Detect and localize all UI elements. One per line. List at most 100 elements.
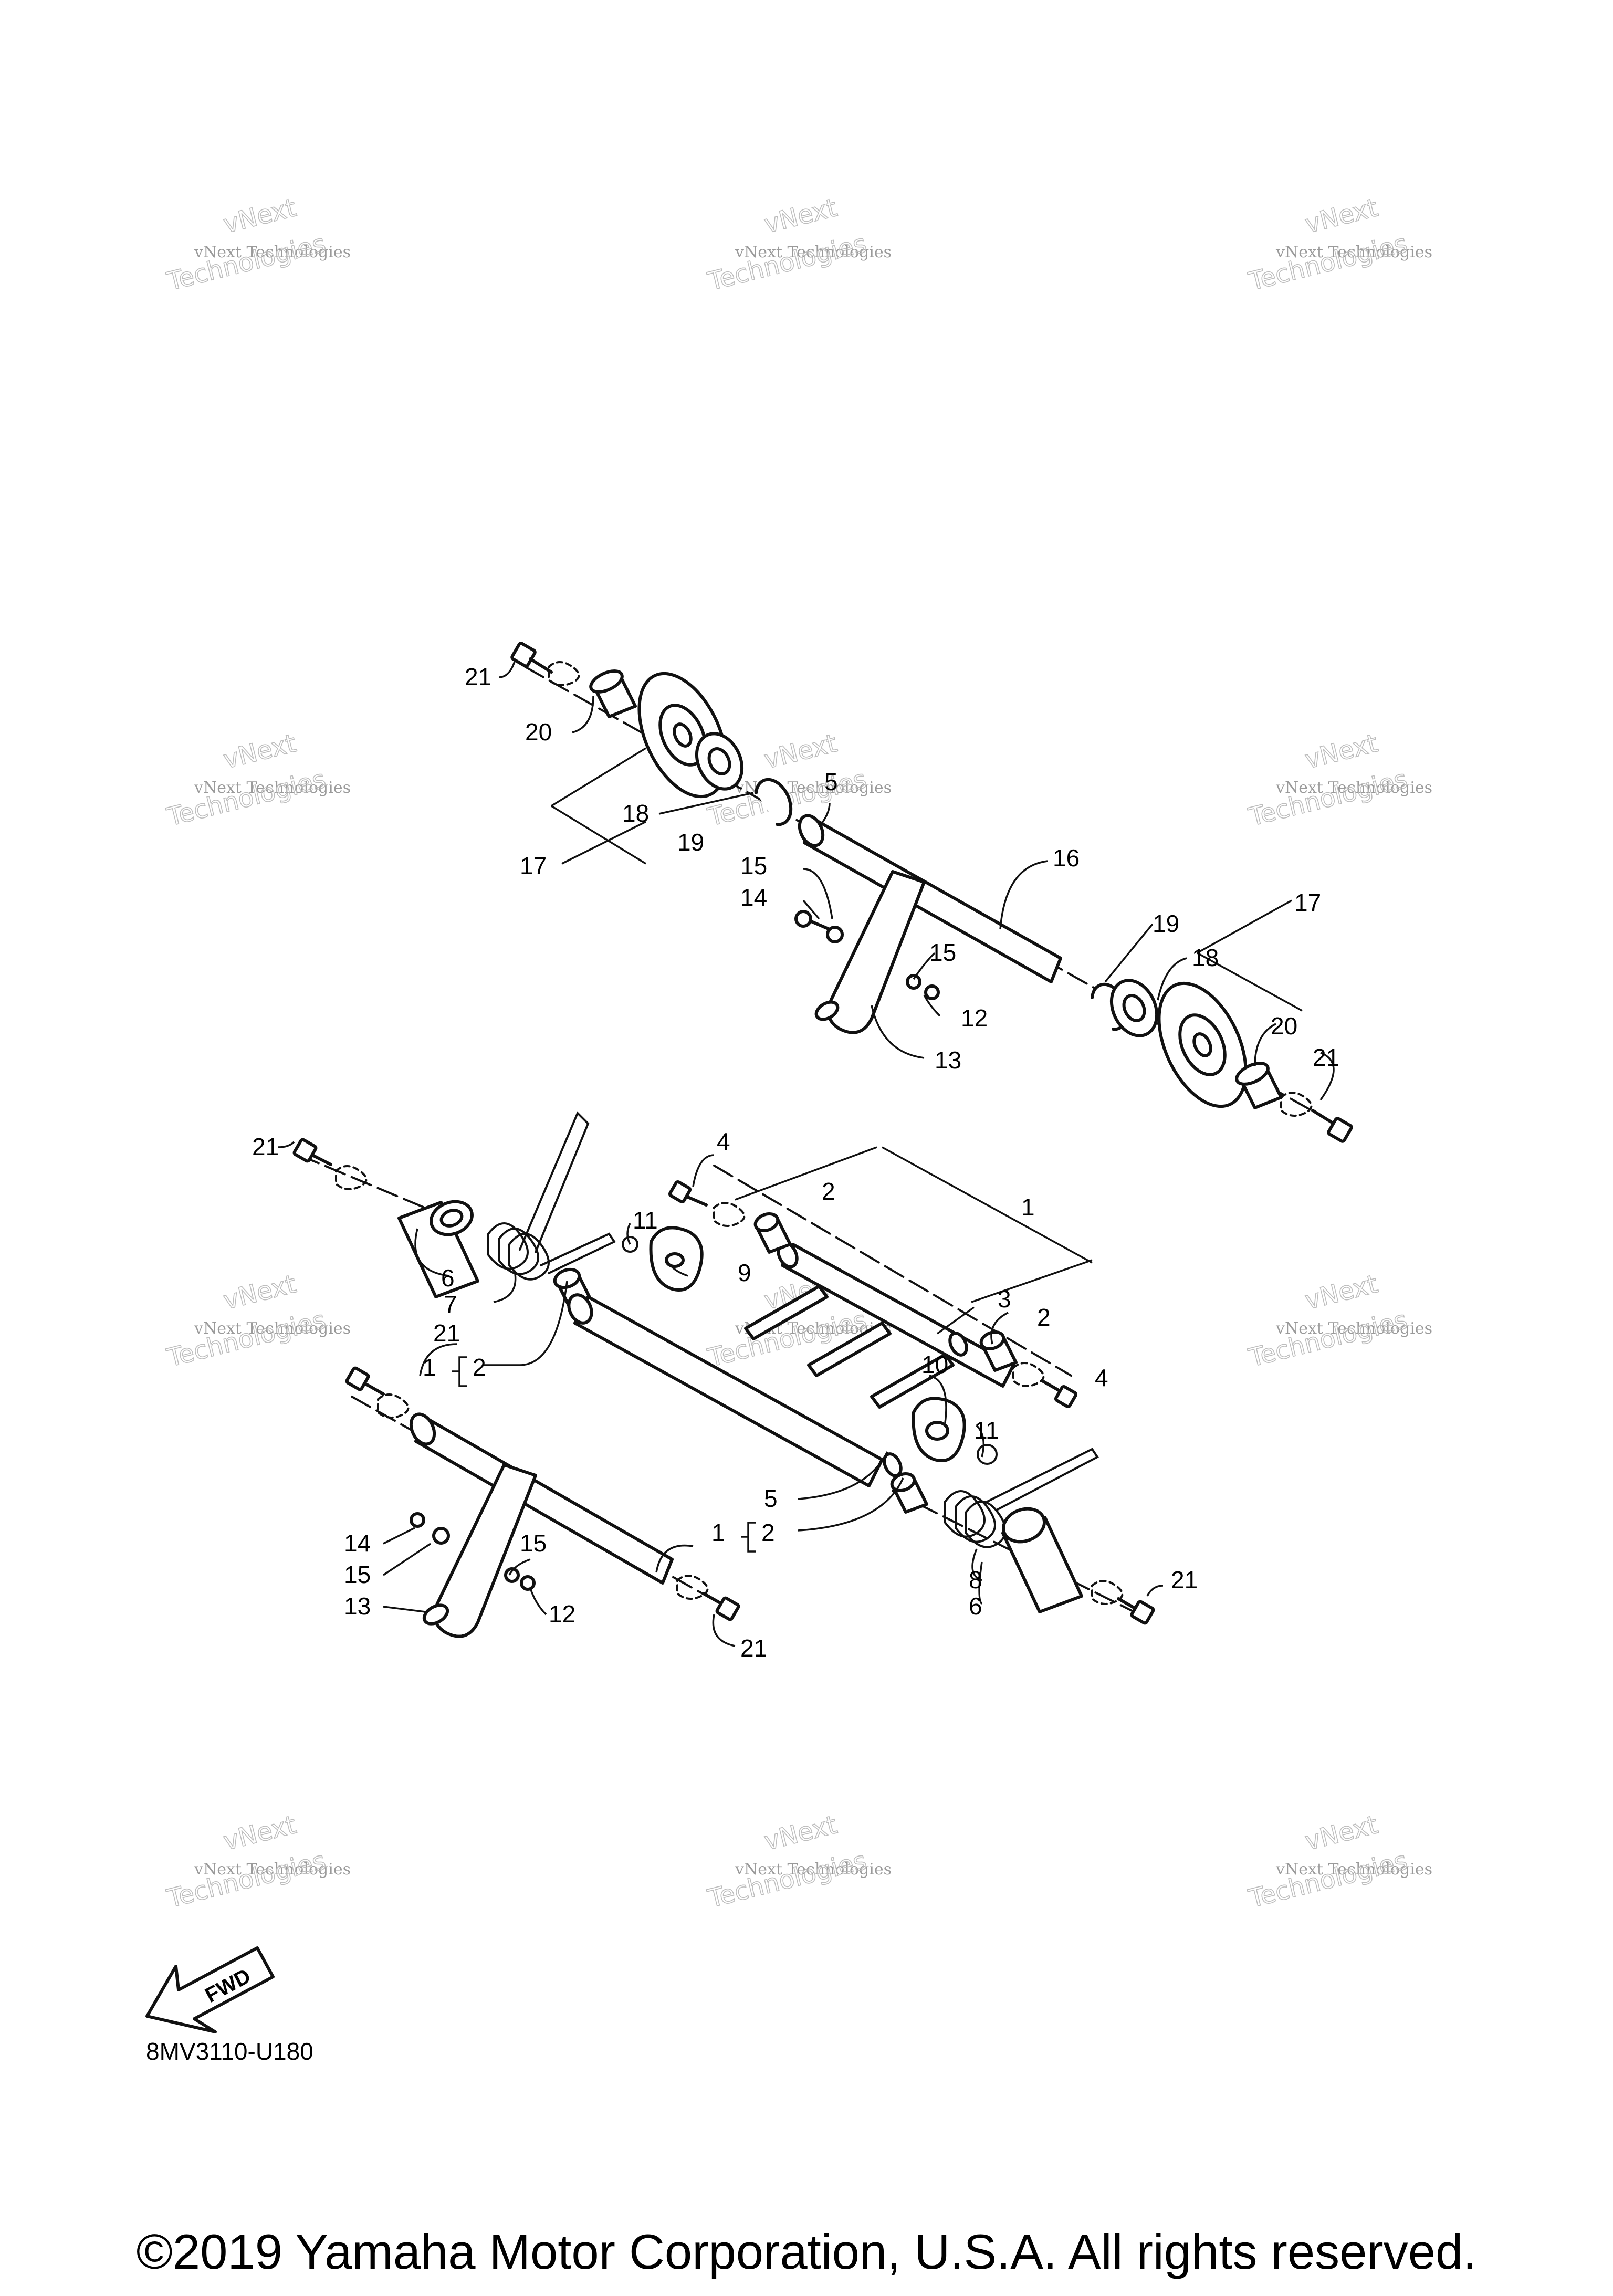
callout-21: 21 — [1171, 1566, 1198, 1593]
callout-21: 21 — [465, 663, 491, 690]
callout-19: 19 — [677, 829, 704, 856]
svg-text:vNext Technologies: vNext Technologies — [1275, 243, 1432, 261]
svg-text:vNext: vNext — [221, 1269, 299, 1315]
torsion-spring — [487, 1111, 616, 1281]
callout-20: 20 — [525, 718, 552, 746]
svg-text:Technologies: Technologies — [1245, 229, 1410, 297]
svg-text:Technologies: Technologies — [1245, 764, 1410, 832]
bearing-part — [1109, 979, 1159, 1037]
svg-text:Technologies: Technologies — [705, 1846, 870, 1914]
copyright-notice: ©2019 Yamaha Motor Corporation, U.S.A. A… — [136, 2224, 1477, 2279]
callout-18: 18 — [622, 800, 649, 827]
circlip-part — [622, 1236, 638, 1253]
washer-part — [906, 974, 921, 990]
torsion-spring — [944, 1448, 1099, 1548]
watermark: vNext vNext Technologies Technologies — [1245, 1269, 1432, 1374]
svg-text:Technologies: Technologies — [1245, 1305, 1410, 1373]
callout-13: 13 — [935, 1046, 961, 1074]
watermark: vNext vNext Technologies Technologies — [1245, 728, 1432, 833]
nut-part — [520, 1575, 536, 1591]
callout-14: 14 — [344, 1529, 371, 1557]
callout-5: 5 — [764, 1485, 778, 1512]
screw-part — [794, 910, 831, 931]
bracket-symbol — [452, 1356, 467, 1387]
washer-dashed — [1091, 1580, 1124, 1605]
callout-21: 21 — [1313, 1044, 1339, 1071]
svg-text:Technologies: Technologies — [164, 764, 329, 832]
callout-1: 1 — [1021, 1193, 1035, 1221]
svg-text:vNext Technologies: vNext Technologies — [194, 243, 351, 261]
callout-15: 15 — [520, 1529, 547, 1557]
stopper-part — [912, 1397, 966, 1462]
bolt-part — [292, 1138, 332, 1166]
bolt-part — [510, 642, 553, 674]
washer-part — [432, 1527, 450, 1545]
bolt-part — [1041, 1379, 1078, 1409]
collar-part — [753, 1212, 792, 1254]
arm-part — [814, 870, 926, 1034]
callout-21: 21 — [433, 1319, 460, 1347]
callout-19: 19 — [1153, 910, 1179, 937]
watermark: vNext vNext Technologies Technologies — [704, 193, 892, 297]
callout-21: 21 — [252, 1133, 279, 1160]
bracket-symbol — [741, 1522, 756, 1553]
callout-8: 8 — [969, 1566, 982, 1593]
watermark: vNext vNext Technologies Technologies — [1245, 193, 1432, 297]
callout-17: 17 — [520, 852, 547, 879]
callout-15: 15 — [344, 1561, 371, 1588]
svg-text:vNext: vNext — [221, 1810, 299, 1856]
callout-9: 9 — [738, 1259, 751, 1286]
callout-15: 15 — [740, 852, 767, 879]
callout-1: 1 — [423, 1354, 436, 1381]
callout-2: 2 — [1037, 1304, 1051, 1331]
callout-21: 21 — [740, 1634, 767, 1662]
callout-labels: 21 20 18 19 17 5 15 14 16 17 19 18 15 12… — [252, 663, 1339, 1662]
arm-part — [422, 1463, 537, 1638]
svg-text:vNext: vNext — [761, 1810, 840, 1856]
svg-text:vNext Technologies: vNext Technologies — [1275, 779, 1432, 797]
washer-dashed — [713, 1202, 746, 1227]
svg-text:vNext: vNext — [221, 193, 299, 239]
callout-7: 7 — [444, 1291, 457, 1318]
bearing-part — [695, 732, 744, 791]
bolt-part — [702, 1592, 740, 1621]
bolt-part — [1311, 1109, 1353, 1143]
svg-text:Technologies: Technologies — [1245, 1846, 1410, 1914]
spacer-part — [1001, 1507, 1083, 1613]
callout-4: 4 — [717, 1128, 730, 1155]
leader-lines — [278, 661, 1335, 1647]
svg-text:vNext: vNext — [1302, 1810, 1381, 1856]
spacer-part — [589, 669, 637, 718]
callout-4: 4 — [1095, 1364, 1108, 1391]
bolt-part — [668, 1180, 708, 1207]
washer-dashed — [335, 1165, 368, 1190]
svg-text:vNext: vNext — [1302, 193, 1381, 239]
callout-11: 11 — [974, 1417, 999, 1444]
nut-part — [924, 984, 940, 1000]
svg-text:vNext Technologies: vNext Technologies — [1275, 1319, 1432, 1338]
watermark: vNext vNext Technologies Technologies — [704, 1810, 892, 1914]
watermark: vNext vNext Technologies Technologies — [1245, 1810, 1432, 1914]
callout-17: 17 — [1294, 889, 1321, 916]
washer-dashed — [377, 1393, 410, 1419]
svg-text:vNext: vNext — [761, 193, 840, 239]
axle-centerline — [713, 1165, 1072, 1377]
spacer-part — [397, 1200, 479, 1298]
callout-6: 6 — [441, 1264, 455, 1292]
callout-12: 12 — [961, 1004, 988, 1032]
callout-6: 6 — [969, 1592, 982, 1620]
watermark: vNext vNext Technologies Technologies — [163, 1269, 351, 1374]
callout-18: 18 — [1192, 944, 1219, 971]
washer-dashed — [548, 661, 580, 686]
svg-text:vNext: vNext — [1302, 1269, 1381, 1315]
callout-13: 13 — [344, 1592, 371, 1620]
svg-text:Technologies: Technologies — [164, 229, 329, 297]
callout-12: 12 — [549, 1600, 575, 1628]
shaft-part — [409, 1412, 674, 1585]
svg-text:vNext Technologies: vNext Technologies — [1275, 1860, 1432, 1879]
callout-5: 5 — [824, 768, 838, 795]
callout-15: 15 — [929, 939, 956, 966]
upper-assembly — [510, 642, 1353, 1143]
bolt-part — [1117, 1597, 1155, 1625]
